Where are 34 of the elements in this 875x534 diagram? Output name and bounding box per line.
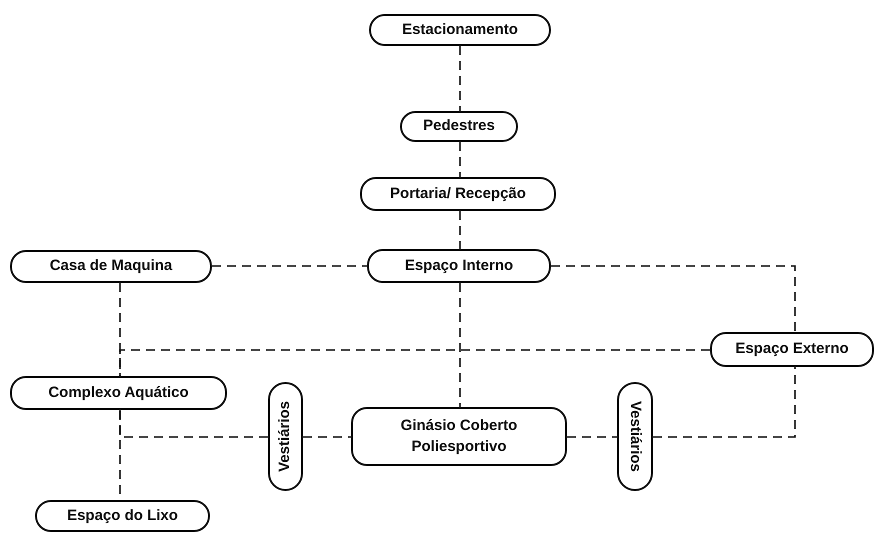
connector-line xyxy=(459,142,461,177)
rounded-box xyxy=(268,382,303,491)
rounded-box xyxy=(710,332,874,367)
rounded-box xyxy=(10,250,212,283)
box-label: Ginásio Coberto Poliesportivo xyxy=(400,416,518,456)
rounded-box xyxy=(400,111,518,142)
rounded-box xyxy=(10,376,227,410)
rounded-box xyxy=(617,382,653,491)
connector-line xyxy=(119,349,710,376)
connector-line xyxy=(551,265,796,332)
box-label: Portaria/ Recepção xyxy=(390,184,526,204)
connector-line xyxy=(459,283,461,407)
connector-line xyxy=(119,283,121,376)
connector-line xyxy=(303,436,351,438)
rounded-box xyxy=(367,249,551,283)
connector-line xyxy=(212,265,367,267)
box-label: Espaço do Lixo xyxy=(67,506,178,526)
rounded-box xyxy=(35,500,210,532)
connector-line xyxy=(459,46,461,111)
connector-line xyxy=(119,410,268,438)
box-label: Vestiários xyxy=(626,401,646,472)
box-label: Espaço Interno xyxy=(404,256,514,276)
box-label: Casa de Maquina xyxy=(50,256,172,276)
box-label: Estacionamento xyxy=(402,20,518,40)
rounded-box xyxy=(369,14,551,46)
box-label: Vestiários xyxy=(275,401,294,472)
connector-line xyxy=(459,211,461,249)
connector-line xyxy=(567,436,617,438)
rounded-box xyxy=(351,407,567,466)
connector-line xyxy=(653,367,796,438)
box-label: Complexo Aquático xyxy=(48,382,189,403)
box-label: Espaço Externo xyxy=(735,339,849,360)
rounded-box xyxy=(360,177,556,211)
box-label: Pedestres xyxy=(423,116,495,136)
